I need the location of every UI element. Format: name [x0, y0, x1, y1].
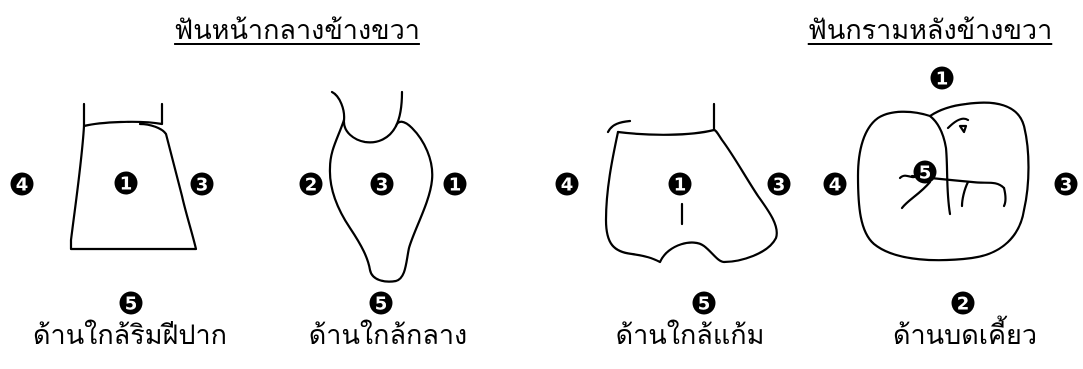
svg-text:1: 1 [120, 174, 133, 195]
svg-text:4: 4 [561, 175, 574, 196]
svg-text:3: 3 [196, 175, 209, 196]
badge-view4-center: 5 [914, 161, 937, 184]
badge-view3-left: 4 [556, 173, 579, 196]
badge-view4-right: 3 [1055, 173, 1078, 196]
badge-view2-left: 2 [300, 173, 323, 196]
badge-view1-bottom: 5 [120, 292, 143, 315]
badge-view3-bottom: 5 [693, 292, 716, 315]
svg-text:1: 1 [674, 175, 687, 196]
svg-text:5: 5 [125, 294, 138, 315]
badge-view4-bottom: 2 [952, 292, 975, 315]
badge-view4-left: 4 [824, 173, 847, 196]
svg-text:5: 5 [375, 294, 388, 315]
view-1-badges: 4 1 3 5 [11, 172, 214, 315]
svg-text:3: 3 [1060, 175, 1073, 196]
svg-text:1: 1 [449, 175, 462, 196]
svg-text:3: 3 [773, 175, 786, 196]
svg-text:5: 5 [919, 163, 932, 184]
view-label-buccal: ด้านใกล้แก้ม [570, 318, 810, 354]
badge-view1-left: 4 [11, 173, 34, 196]
badge-view2-center: 3 [371, 173, 394, 196]
svg-text:2: 2 [957, 294, 970, 315]
badge-view2-bottom: 5 [370, 292, 393, 315]
view-2-badges: 2 3 1 5 [300, 173, 467, 315]
svg-text:3: 3 [376, 175, 389, 196]
svg-text:4: 4 [16, 175, 29, 196]
view-label-occlusal: ด้านบดเคี้ยว [850, 318, 1080, 354]
view-4-badges: 1 4 5 3 2 [824, 67, 1078, 315]
svg-text:2: 2 [305, 175, 318, 196]
view-label-labial: ด้านใกล้ริมฝีปาก [5, 318, 255, 354]
svg-text:4: 4 [829, 175, 842, 196]
badge-view3-center: 1 [669, 173, 692, 196]
svg-text:1: 1 [936, 69, 949, 90]
badge-view1-right: 3 [191, 173, 214, 196]
badge-view4-top: 1 [931, 67, 954, 90]
badge-view2-right: 1 [444, 173, 467, 196]
view-label-mesial: ด้านใกล้กลาง [273, 318, 503, 354]
svg-text:5: 5 [698, 294, 711, 315]
tooth-outline-occlusal [858, 103, 1029, 261]
badge-view1-center: 1 [115, 172, 138, 195]
badge-view3-right: 3 [768, 173, 791, 196]
